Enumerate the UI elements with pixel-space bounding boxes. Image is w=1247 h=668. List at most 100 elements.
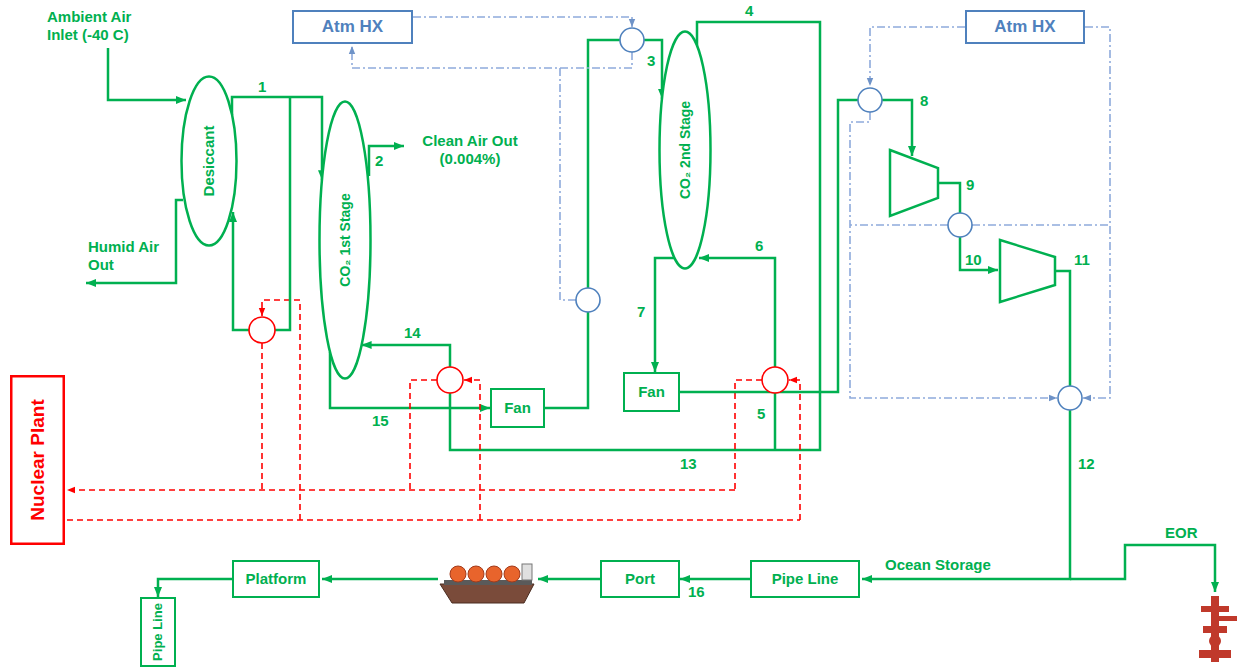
ship-tank xyxy=(468,566,484,582)
pipeline-box: Pipe Line xyxy=(750,560,860,598)
stream-number: 15 xyxy=(372,412,389,430)
stream-note: Clean Air Out (0.004%) xyxy=(410,132,530,168)
stream-number: 14 xyxy=(404,324,421,342)
regeneration-loop xyxy=(233,97,290,330)
node-label: CO₂ 1st Stage xyxy=(337,193,354,286)
heat-supply-line xyxy=(789,380,800,520)
stream-number: 9 xyxy=(966,176,974,194)
ship-tank xyxy=(450,566,466,582)
eor-line xyxy=(1070,545,1215,592)
stream-number: 6 xyxy=(755,237,763,255)
ship-bridge xyxy=(522,564,532,580)
co2-line xyxy=(862,271,1070,579)
text-group: Port xyxy=(625,570,655,588)
stream-number: 7 xyxy=(637,303,645,321)
heat-return-line xyxy=(261,343,263,490)
wellhead-part xyxy=(1219,616,1237,621)
box-border xyxy=(751,561,859,597)
text-group: Platform xyxy=(246,570,307,588)
text-group: Nuclear Plant xyxy=(26,399,49,520)
coolant-line xyxy=(413,17,632,27)
box-border xyxy=(11,376,64,544)
text-group: CO₂ 2nd Stage xyxy=(677,101,694,199)
heater-symbol xyxy=(762,367,788,393)
stream-number: 4 xyxy=(745,2,753,20)
node-label: Fan xyxy=(638,383,665,401)
humid-air-line xyxy=(86,200,183,283)
heat-exchanger-symbol xyxy=(576,288,600,312)
coolant-line xyxy=(1083,27,1110,398)
stream-number: 12 xyxy=(1078,455,1095,473)
text-group: Pipe Line xyxy=(772,570,839,588)
box-border xyxy=(293,11,412,43)
ship-tank xyxy=(504,566,520,582)
text-group: Atm HX xyxy=(994,17,1055,37)
stream-number: 3 xyxy=(647,52,655,70)
stream-number: 2 xyxy=(375,152,383,170)
heat-exchanger-symbol xyxy=(948,213,972,237)
platform-box: Platform xyxy=(232,560,320,598)
fan-box: Fan xyxy=(490,388,545,428)
node-label: Fan xyxy=(504,399,531,417)
flow-connector xyxy=(362,22,820,450)
desiccant-column: Desiccant xyxy=(180,75,238,247)
heat-exchanger-box: Atm HX xyxy=(292,10,413,44)
node-label: CO₂ 2nd Stage xyxy=(677,101,694,199)
fan-box: Fan xyxy=(623,372,680,412)
compressor-symbol xyxy=(890,150,938,216)
box-border xyxy=(966,11,1084,43)
node-label: Port xyxy=(625,570,655,588)
node-label: Atm HX xyxy=(322,17,383,37)
flow-connector xyxy=(232,97,322,180)
heat-exchanger-symbol xyxy=(1058,386,1082,410)
stream-number: EOR xyxy=(1165,524,1198,542)
co2-line xyxy=(938,183,998,270)
port-box: Port xyxy=(600,560,680,598)
compressor-symbol xyxy=(1000,240,1055,302)
box-border xyxy=(141,598,175,666)
text-group: Atm HX xyxy=(322,17,383,37)
coolant-line xyxy=(850,112,1057,398)
shipping-line xyxy=(322,578,438,581)
node-label: Atm HX xyxy=(994,17,1055,37)
column-outline xyxy=(182,77,237,246)
process-lines xyxy=(86,48,1215,592)
stream-number: 5 xyxy=(757,405,765,423)
stream-number: 13 xyxy=(680,455,697,473)
recycle-line xyxy=(699,258,775,450)
stream-number: 10 xyxy=(965,251,982,269)
node-label: Nuclear Plant xyxy=(26,399,49,520)
heat-return-line xyxy=(735,380,762,490)
capture-column: CO₂ 2nd Stage xyxy=(658,30,712,270)
heat-exchanger-symbol xyxy=(858,88,882,112)
power-plant-box: Nuclear Plant xyxy=(10,375,65,545)
flow-connector xyxy=(655,258,675,372)
node-label: Platform xyxy=(246,570,307,588)
column-outline xyxy=(660,32,711,269)
coolant-line xyxy=(972,224,1110,226)
shipping-line xyxy=(538,578,600,581)
coolant-line xyxy=(560,68,576,300)
box-border xyxy=(601,561,679,597)
stream-number: Ocean Storage xyxy=(885,556,991,574)
flow-connector xyxy=(158,579,232,597)
heater-symbol xyxy=(437,367,463,393)
heat-exchanger-box: Atm HX xyxy=(965,10,1085,44)
text-group: CO₂ 1st Stage xyxy=(337,193,354,286)
node-label: Pipe Line xyxy=(150,603,166,661)
text-group: Fan xyxy=(504,399,531,417)
co2-line xyxy=(680,100,912,392)
stream-note: Ambient Air Inlet (-40 C) xyxy=(47,8,162,44)
heat-exchangers xyxy=(576,28,1082,410)
wellhead-part xyxy=(1203,626,1227,633)
wellhead-part xyxy=(1199,650,1231,658)
flow-connector xyxy=(680,578,750,581)
coolant-line xyxy=(352,46,632,68)
heat-exchanger-symbol xyxy=(620,28,644,52)
text-group: Fan xyxy=(638,383,665,401)
capture-column: CO₂ 1st Stage xyxy=(318,100,372,380)
box-border xyxy=(491,389,544,427)
stream-number: 16 xyxy=(688,583,705,601)
text-group: Desiccant xyxy=(200,126,218,197)
